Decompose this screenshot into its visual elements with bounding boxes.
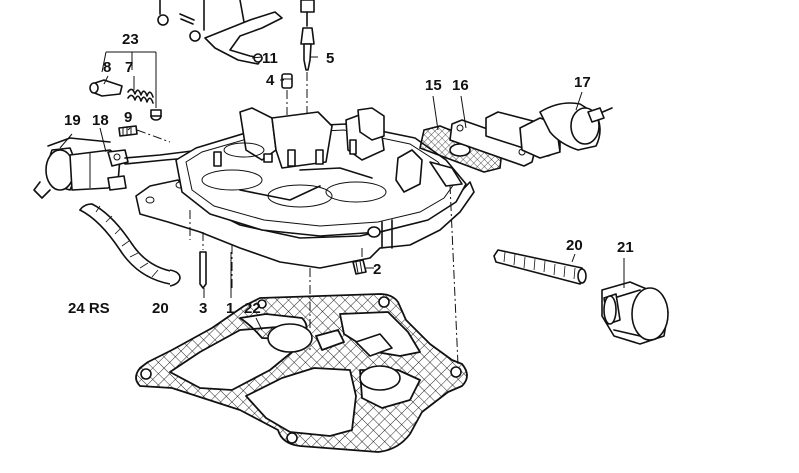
part-22-base-gasket xyxy=(135,293,468,453)
callout-5: 5 xyxy=(326,50,334,67)
callout-20-left: 20 xyxy=(152,300,169,317)
part-20-rod-right xyxy=(493,249,587,285)
callout-labels: 1 2 3 4 5 7 8 9 11 15 16 17 18 19 20 20 … xyxy=(64,31,634,317)
accelerator-pump-parts xyxy=(89,79,171,143)
leader-lines xyxy=(59,51,625,331)
part-20-hose-left xyxy=(79,203,181,287)
callout-16: 16 xyxy=(452,77,469,94)
callout-23: 23 xyxy=(122,31,139,48)
callout-19: 19 xyxy=(64,112,81,129)
parts-15-16-17-choke-assembly xyxy=(419,102,613,173)
part-5-needle xyxy=(300,0,315,125)
callout-4: 4 xyxy=(266,72,275,89)
callout-8: 8 xyxy=(103,59,111,76)
callout-15: 15 xyxy=(425,77,442,94)
callout-7: 7 xyxy=(125,59,133,76)
part-4-plug xyxy=(281,73,293,115)
callout-3: 3 xyxy=(199,300,207,317)
callout-1: 1 xyxy=(226,300,234,317)
top-linkage-parts xyxy=(157,0,283,65)
callout-22: 22 xyxy=(244,300,261,317)
part-3-pin xyxy=(199,232,207,289)
callout-20-right: 20 xyxy=(566,237,583,254)
callout-24-rs: 24 RS xyxy=(68,300,110,317)
part-2-screw xyxy=(352,248,367,275)
callout-18: 18 xyxy=(92,112,109,129)
callout-2: 2 xyxy=(373,261,381,278)
part-21-cap xyxy=(601,281,669,345)
callout-21: 21 xyxy=(617,239,634,256)
callout-9: 9 xyxy=(124,109,132,126)
callout-11: 11 xyxy=(262,50,278,67)
part-18-vacuum-unit xyxy=(33,137,201,199)
callout-17: 17 xyxy=(574,74,591,91)
